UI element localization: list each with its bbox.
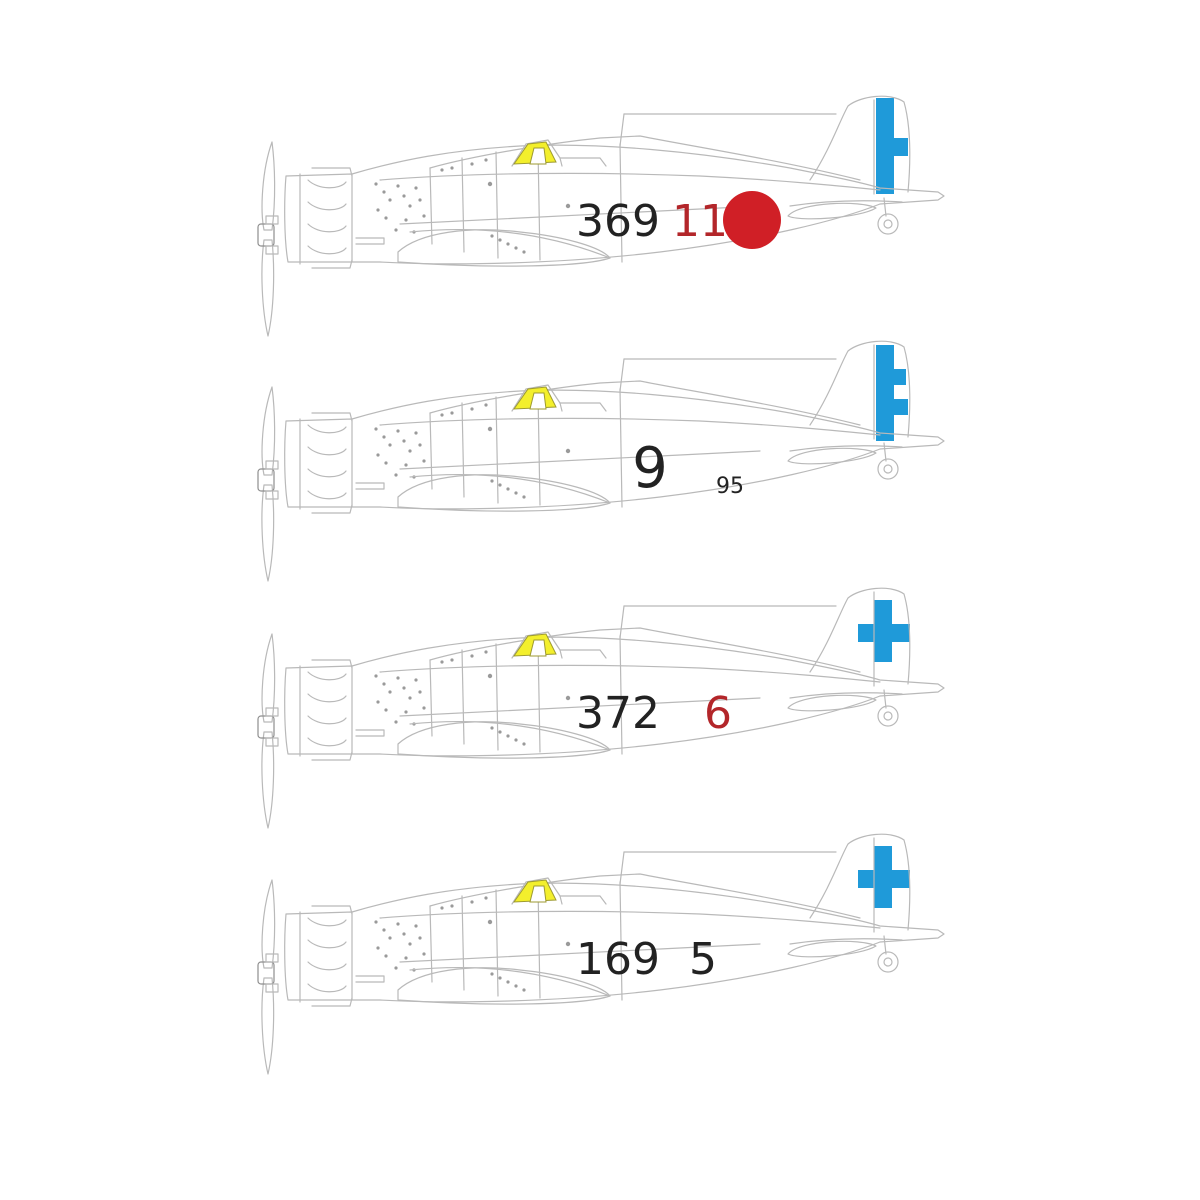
unit-number: 5 bbox=[689, 934, 717, 985]
unit-number: 11 bbox=[672, 196, 728, 247]
aircraft-profile: 372 6 bbox=[257, 587, 945, 829]
tail-cross-marking bbox=[876, 98, 908, 194]
serial-number: 372 bbox=[576, 688, 660, 739]
squadron-code: 95 bbox=[716, 474, 744, 499]
unit-number: 6 bbox=[704, 688, 732, 739]
tail-cross-marking bbox=[858, 600, 910, 662]
aircraft-profile: 9 95 bbox=[257, 340, 945, 582]
roundel-marking bbox=[723, 191, 781, 249]
tail-cross-marking bbox=[876, 345, 908, 441]
airframe-outline bbox=[257, 340, 945, 582]
unit-number: 9 bbox=[632, 436, 668, 501]
serial-number: 369 bbox=[576, 196, 660, 247]
serial-number: 169 bbox=[576, 934, 660, 985]
tail-cross-marking bbox=[858, 846, 910, 908]
